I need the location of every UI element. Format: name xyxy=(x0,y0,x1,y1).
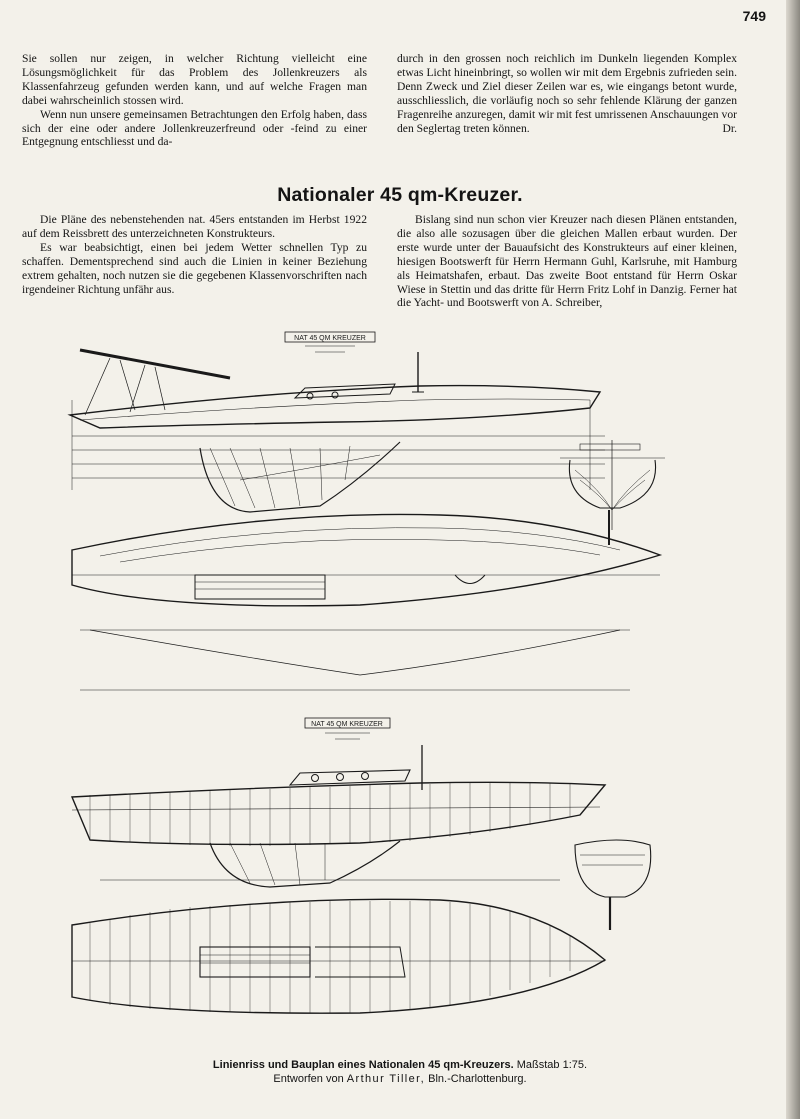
page-number: 749 xyxy=(742,8,766,24)
caption-line-1: Linienriss und Bauplan eines Nationalen … xyxy=(0,1058,800,1072)
caption-scale: Maßstab 1:75. xyxy=(516,1059,588,1071)
article-paragraph-3: Bislang sind nun schon vier Kreuzer nach… xyxy=(397,213,737,310)
construction-plan-drawing: NAT 45 QM KREUZER xyxy=(70,717,652,1014)
figure-caption: Linienriss und Bauplan eines Nationalen … xyxy=(0,1058,800,1086)
intro-left-column: Sie sollen nur zeigen, in welcher Richtu… xyxy=(22,52,367,149)
article-right-column: Bislang sind nun schon vier Kreuzer nach… xyxy=(397,213,737,310)
caption-designer-place: Bln.-Charlottenburg. xyxy=(428,1073,527,1085)
article-paragraph-1: Die Pläne des nebenstehenden nat. 45ers … xyxy=(22,213,367,240)
intro-paragraph-2: Wenn nun unsere gemeinsamen Betrachtunge… xyxy=(22,107,367,149)
intro-paragraph-3: durch in den grossen noch reichlich im D… xyxy=(397,52,737,135)
article-headline: Nationaler 45 qm-Kreuzer. xyxy=(277,184,523,206)
article-paragraph-2: Es war beabsichtigt, einen bei jedem Wet… xyxy=(22,240,367,296)
intro-paragraph-3-text: durch in den grossen noch reichlich im D… xyxy=(397,52,737,135)
intro-right-column: durch in den grossen noch reichlich im D… xyxy=(397,52,737,135)
caption-line-2: Entworfen von Arthur Tiller, Bln.-Charlo… xyxy=(0,1072,800,1086)
caption-designer-name: Arthur Tiller, xyxy=(346,1073,426,1085)
author-signature: Dr. xyxy=(722,121,738,135)
article-left-column: Die Pläne des nebenstehenden nat. 45ers … xyxy=(22,213,367,296)
caption-title: Linienriss und Bauplan eines Nationalen … xyxy=(212,1059,514,1071)
page-edge xyxy=(786,0,800,1119)
upper-plan-title: NAT 45 QM KREUZER xyxy=(294,335,366,342)
intro-paragraph-1: Sie sollen nur zeigen, in welcher Richtu… xyxy=(22,52,367,107)
lower-plan-title: NAT 45 QM KREUZER xyxy=(311,721,383,728)
lines-plan-drawing: NAT 45 QM KREUZER xyxy=(67,331,665,691)
caption-designer-prefix: Entworfen von xyxy=(273,1073,344,1085)
